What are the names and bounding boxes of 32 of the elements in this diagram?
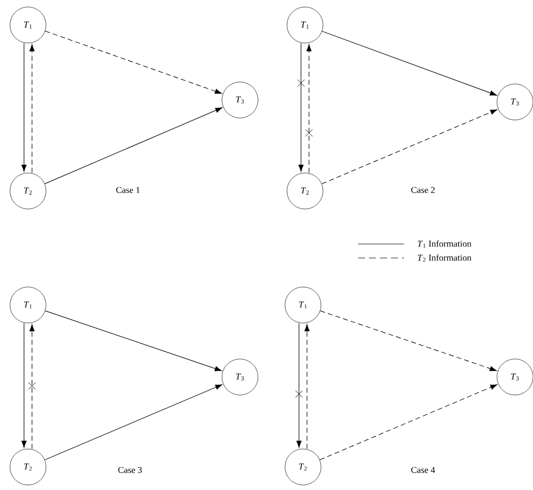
circle-node: T$_{3}$	[222, 358, 258, 396]
arrow	[321, 109, 498, 184]
arrow	[298, 42, 304, 172]
arrow	[44, 384, 222, 460]
circle-node: T$_{1}$	[286, 6, 324, 44]
legend-text: T$_{1}$ Information	[418, 240, 472, 248]
case-label: Case 3	[118, 466, 142, 474]
circle-node: T$_{1}$	[10, 6, 46, 44]
arrow	[322, 30, 497, 96]
circle-node: T$_{1}$	[284, 286, 322, 324]
case-label: Case 2	[411, 186, 435, 194]
circle-node: T$_{3}$	[222, 82, 258, 118]
case-label: Case 4	[411, 466, 435, 474]
arrow	[306, 44, 312, 174]
circle-node: T$_{2}$	[286, 172, 324, 210]
arrow	[21, 42, 27, 172]
legend-text: T$_{2}$ Information	[418, 254, 472, 262]
circle-node: T$_{2}$	[284, 448, 322, 486]
circle-node: T$_{1}$	[10, 286, 46, 324]
arrow	[44, 30, 222, 94]
arrow	[29, 44, 35, 174]
case-label: Case 1	[116, 186, 140, 194]
arrow	[304, 324, 310, 450]
arrow	[44, 107, 222, 184]
arrow	[296, 322, 302, 448]
arrow	[319, 384, 498, 460]
arrow	[29, 324, 35, 450]
circle-node: T$_{2}$	[10, 448, 46, 486]
circle-node: T$_{2}$	[10, 172, 46, 210]
arrow	[21, 322, 27, 448]
arrow	[320, 310, 497, 372]
arrow	[44, 310, 222, 372]
